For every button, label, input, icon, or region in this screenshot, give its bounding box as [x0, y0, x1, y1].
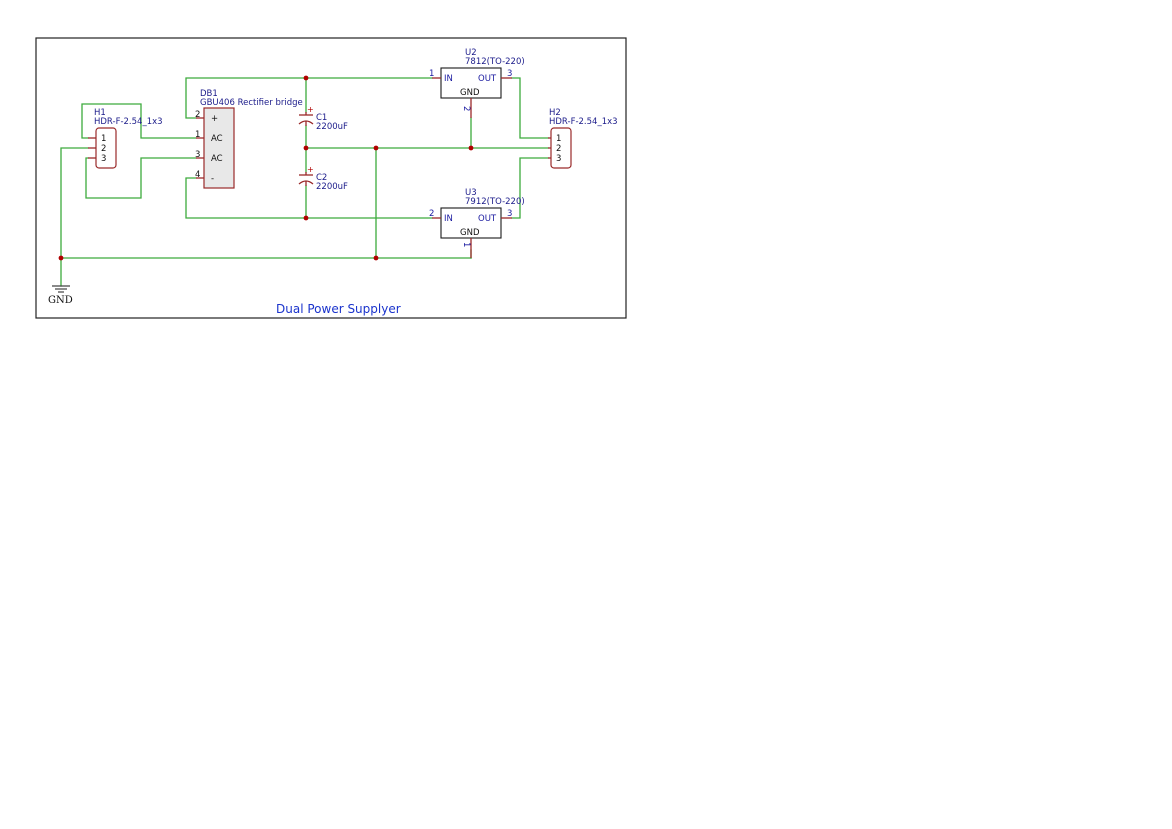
db1-pin-name-ac2: AC — [211, 154, 223, 164]
h1-pin2: 2 — [101, 144, 106, 154]
u2-gnd-pin-num: 2 — [461, 106, 471, 111]
wire-db1-plus-rail — [185, 77, 433, 119]
junction-dot — [373, 145, 379, 151]
u2-in-pin-num: 1 — [429, 69, 434, 79]
ground-symbol[interactable]: GND — [48, 285, 73, 306]
db1-pin-num-minus: 4 — [195, 170, 200, 180]
h1-pin1: 1 — [101, 134, 106, 144]
db1-pin-name-plus: + — [211, 114, 218, 124]
c2-polarity-mark: + — [307, 165, 314, 174]
u3-ref: U3 — [465, 188, 477, 198]
c1-polarity-mark: + — [307, 105, 314, 114]
wire-u3-out-to-h2 — [511, 157, 549, 219]
u3-out-label: OUT — [478, 214, 497, 224]
capacitor-c1[interactable]: + C1 2200uF — [298, 105, 348, 132]
junction-dot — [468, 145, 474, 151]
u3-gnd-label: GND — [460, 228, 480, 238]
h2-pin2: 2 — [556, 144, 561, 154]
junction-dot — [303, 75, 309, 81]
junction-dot — [303, 215, 309, 221]
wire-h1-pin2-to-gnd — [60, 147, 89, 259]
wire-db1-minus-rail — [185, 177, 433, 219]
wires — [60, 77, 549, 287]
u3-in-pin-num: 2 — [429, 209, 434, 219]
h2-ref: H2 — [549, 108, 561, 118]
db1-value: GBU406 Rectifier bridge — [200, 98, 303, 108]
db1-pin-num-ac1: 1 — [195, 130, 200, 140]
h1-ref: H1 — [94, 108, 106, 118]
u2-in-label: IN — [444, 74, 453, 84]
h2-value: HDR-F-2.54_1x3 — [549, 117, 618, 127]
rectifier-db1[interactable]: DB1 GBU406 Rectifier bridge 2 1 3 4 + AC… — [195, 89, 303, 189]
db1-ref: DB1 — [200, 89, 218, 99]
regulator-u3[interactable]: U3 7912(TO-220) 2 3 1 IN OUT GND — [429, 188, 525, 258]
sheet-title: Dual Power Supplyer — [276, 302, 401, 316]
db1-pin-num-plus: 2 — [195, 110, 200, 120]
u2-gnd-label: GND — [460, 88, 480, 98]
u3-out-pin-num: 3 — [507, 209, 512, 219]
u2-ref: U2 — [465, 48, 477, 58]
connector-h1[interactable]: H1 HDR-F-2.54_1x3 1 2 3 — [88, 108, 163, 169]
junction-dot — [373, 255, 379, 261]
c2-ref: C2 — [316, 173, 327, 183]
junctions — [58, 75, 474, 261]
db1-body — [203, 107, 235, 189]
gnd-label: GND — [48, 295, 73, 306]
capacitor-c2[interactable]: + C2 2200uF — [298, 165, 348, 192]
db1-pin-name-ac1: AC — [211, 134, 223, 144]
db1-pin-name-minus: - — [211, 174, 214, 184]
db1-pin-num-ac2: 3 — [195, 150, 200, 160]
regulator-u2[interactable]: U2 7812(TO-220) 1 3 2 IN OUT GND — [429, 48, 525, 118]
c1-value: 2200uF — [316, 122, 348, 132]
junction-dot — [303, 145, 309, 151]
h1-pin3: 3 — [101, 154, 106, 164]
u2-out-label: OUT — [478, 74, 497, 84]
u3-gnd-pin-num: 1 — [461, 242, 471, 247]
connector-h2[interactable]: H2 HDR-F-2.54_1x3 1 2 3 — [548, 108, 618, 169]
sheet-border — [35, 37, 627, 319]
c1-ref: C1 — [316, 113, 327, 123]
h2-pin1: 1 — [556, 134, 561, 144]
wire-u2-out-to-h2 — [511, 77, 549, 139]
u3-in-label: IN — [444, 214, 453, 224]
u2-value: 7812(TO-220) — [465, 57, 525, 67]
junction-dot — [58, 255, 64, 261]
h1-value: HDR-F-2.54_1x3 — [94, 117, 163, 127]
u3-value: 7912(TO-220) — [465, 197, 525, 207]
wire-h1-pin3-to-db1-ac2 — [85, 157, 197, 199]
wire-h1-pin1-to-db1-ac1 — [81, 103, 197, 139]
c2-value: 2200uF — [316, 182, 348, 192]
h2-pin3: 3 — [556, 154, 561, 164]
u2-out-pin-num: 3 — [507, 69, 512, 79]
